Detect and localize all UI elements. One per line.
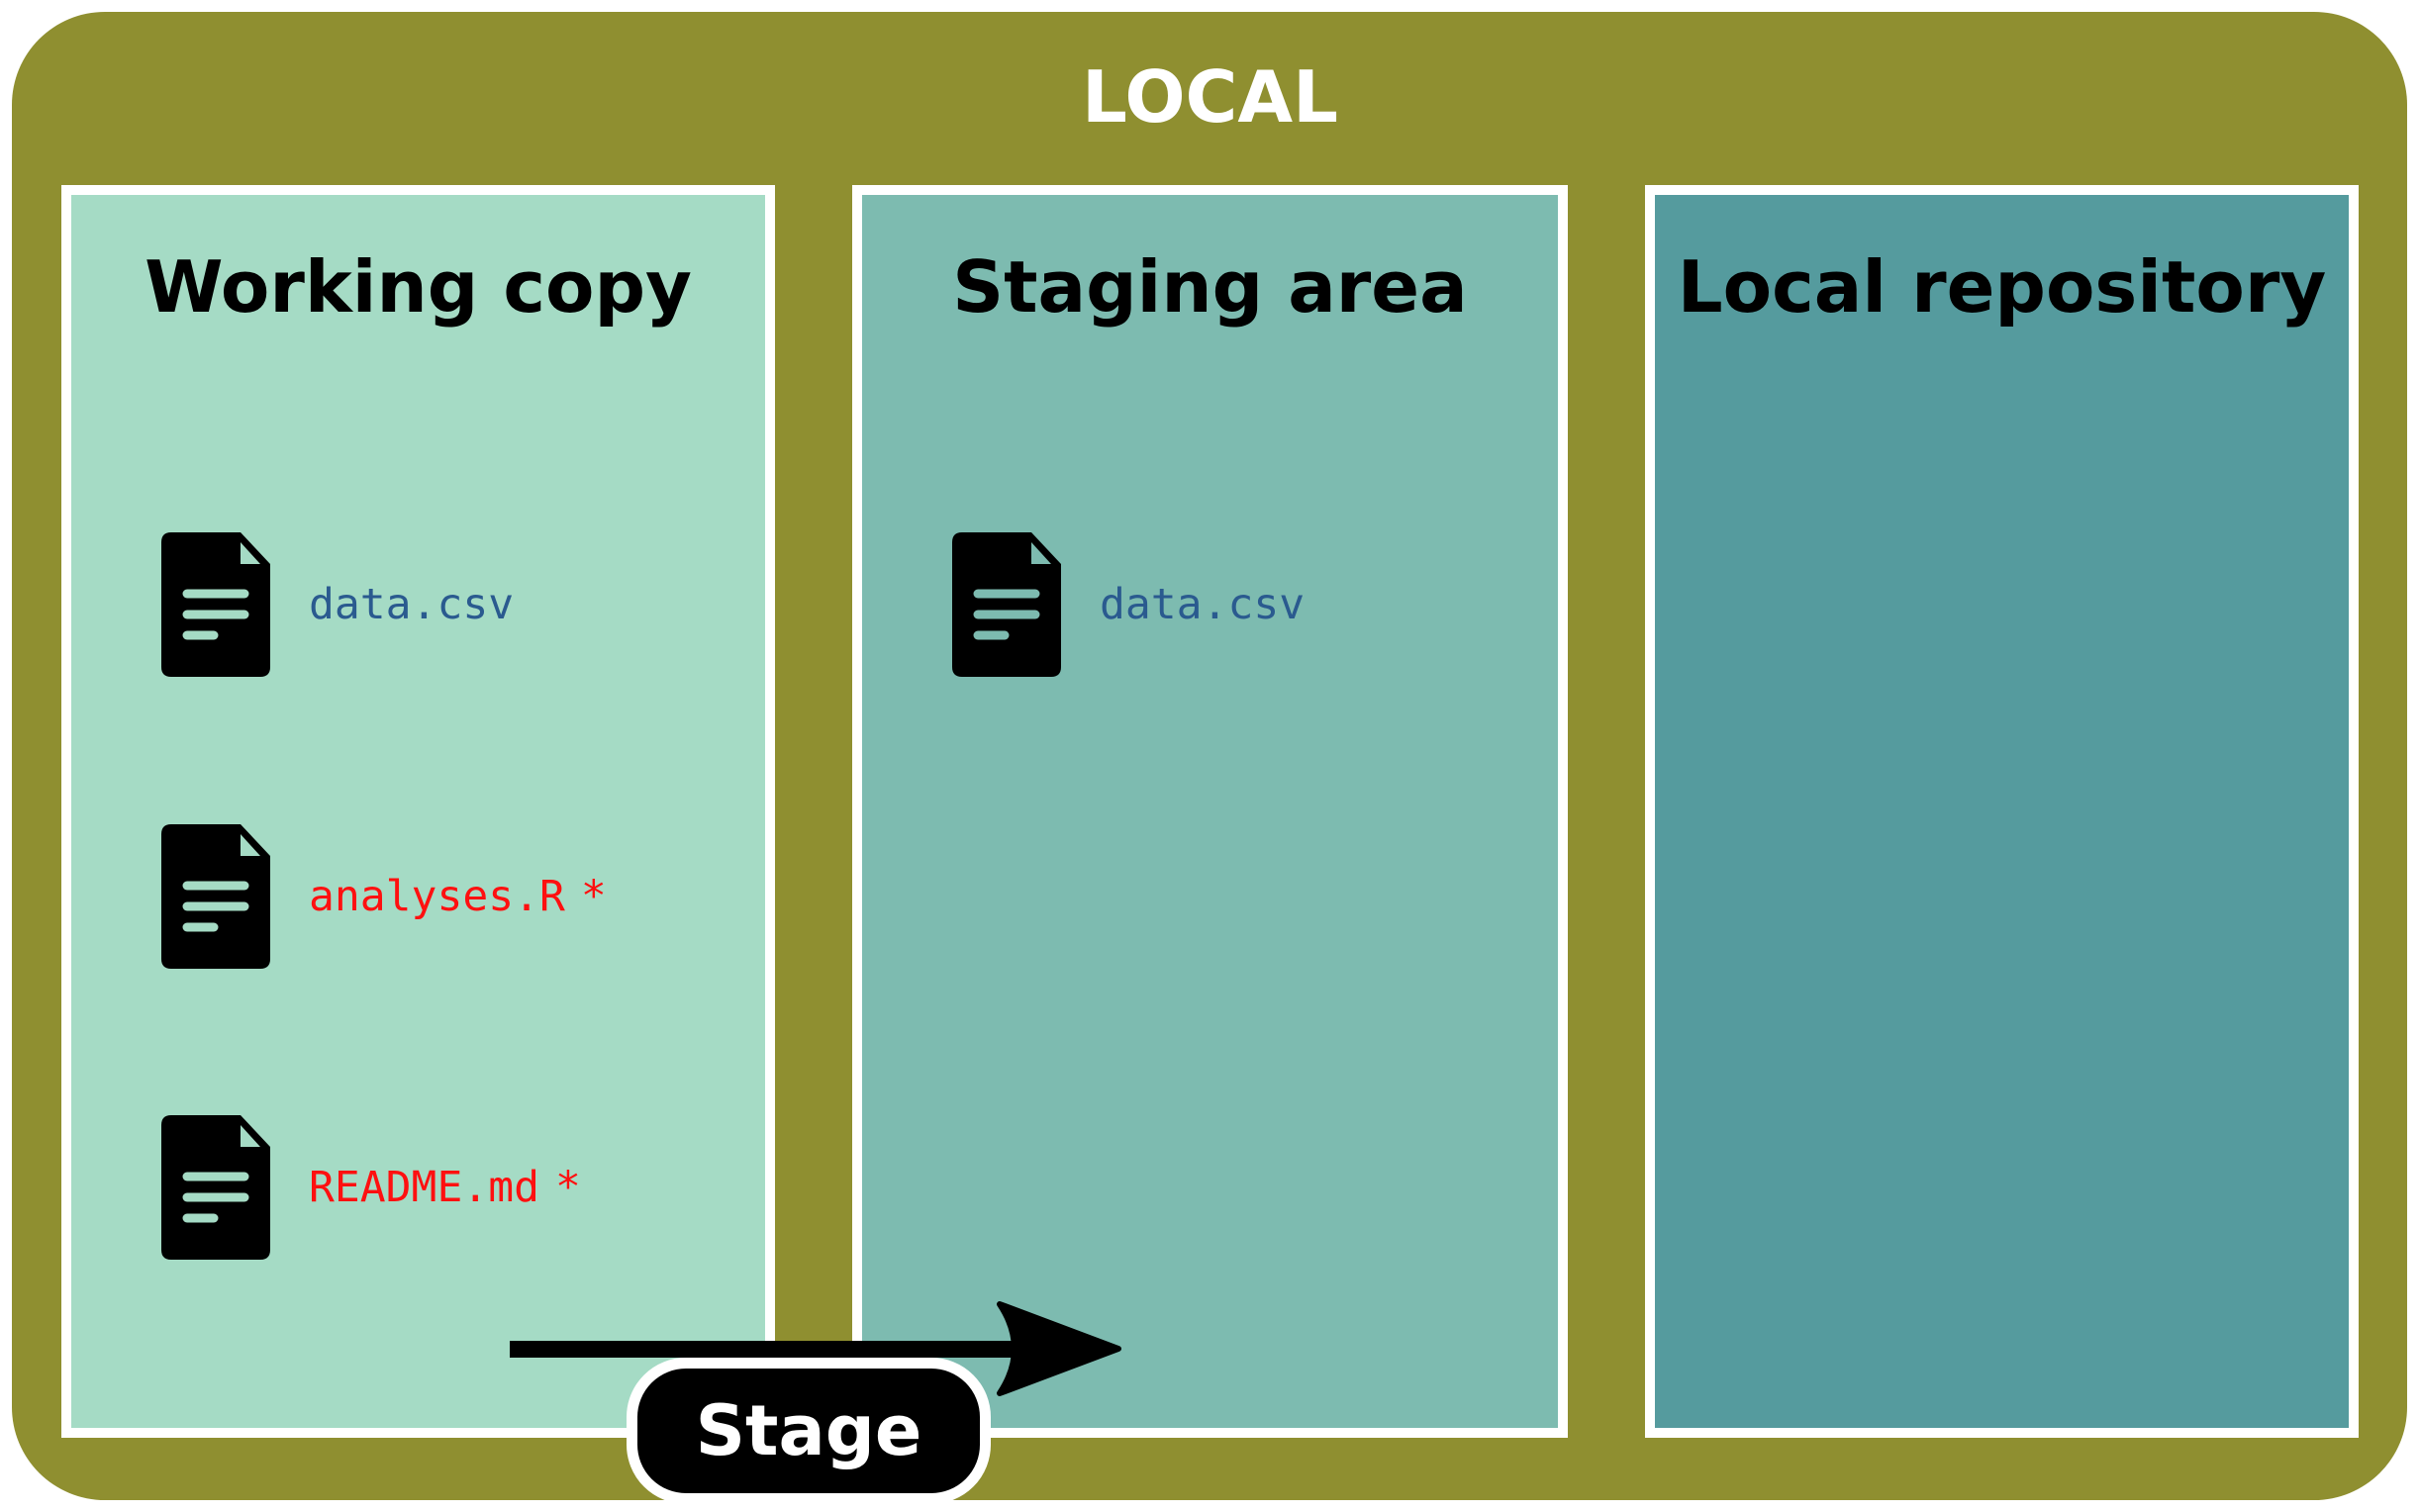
- stage-label: Stage: [695, 1390, 922, 1471]
- file-name: README.md: [309, 1163, 539, 1212]
- panel-title: Local repository: [1677, 245, 2327, 329]
- panel-title: Working copy: [145, 245, 692, 329]
- modified-marker: *: [555, 1163, 581, 1212]
- file-icon: [161, 1115, 270, 1260]
- working-copy-panel: Working copy data.csv analyses.R * READM…: [61, 185, 775, 1438]
- file-name: data.csv: [309, 580, 515, 629]
- file-name: data.csv: [1100, 580, 1306, 629]
- file-item[interactable]: README.md *: [161, 1115, 581, 1260]
- stage-button[interactable]: Stage: [627, 1358, 991, 1504]
- file-item[interactable]: data.csv: [952, 532, 1305, 677]
- staging-area-panel: Staging area data.csv: [852, 185, 1568, 1438]
- file-item[interactable]: analyses.R *: [161, 824, 607, 969]
- panel-title: Staging area: [952, 245, 1468, 329]
- file-item[interactable]: data.csv: [161, 532, 514, 677]
- local-title: LOCAL: [1082, 55, 1338, 139]
- modified-marker: *: [580, 872, 607, 921]
- file-icon: [952, 532, 1061, 677]
- file-icon: [161, 532, 270, 677]
- file-name: analyses.R: [309, 872, 565, 921]
- file-icon: [161, 824, 270, 969]
- local-repository-panel: Local repository: [1645, 185, 2359, 1438]
